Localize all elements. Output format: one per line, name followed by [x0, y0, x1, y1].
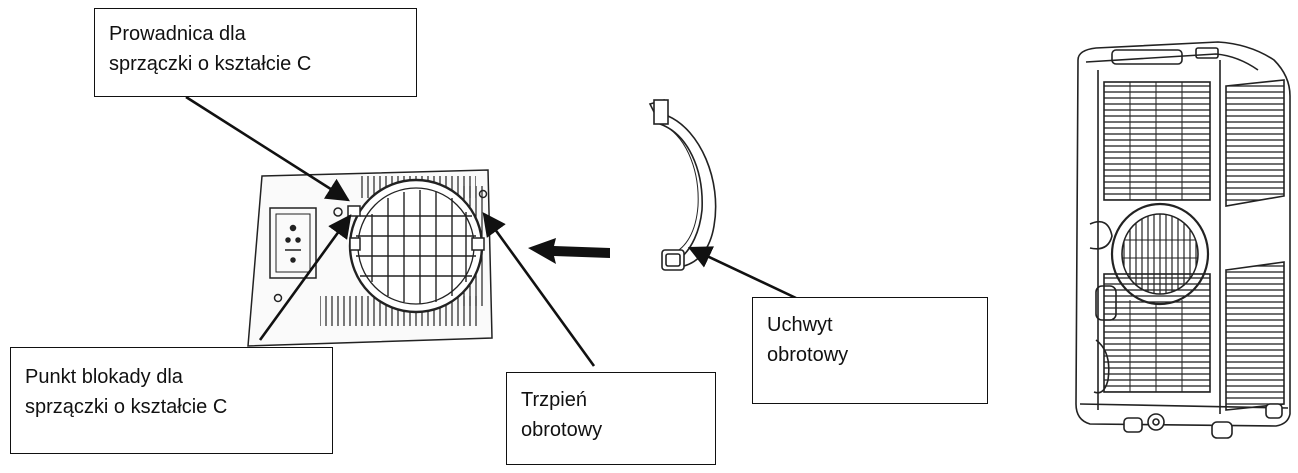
callout-line: Uchwyt: [767, 314, 833, 336]
callout-line: Prowadnica dla: [109, 23, 246, 45]
callout-line: Trzpień: [521, 389, 587, 411]
callout-line: obrotowy: [521, 419, 603, 441]
callout-line: sprzączki o kształcie C: [109, 53, 312, 75]
insert-arrow-icon: [528, 238, 610, 264]
leader-lock-point: [258, 214, 352, 341]
callout-slide-guide: Prowadnica dla sprzączki o kształcie C: [94, 8, 417, 97]
leader-pivot-pin: [482, 212, 596, 367]
c-shaped-buckle-illustration: [648, 99, 717, 271]
callout-lock-point: Punkt blokady dla sprzączki o kształcie …: [10, 347, 333, 454]
callout-line: obrotowy: [767, 344, 849, 366]
callout-pivot-handle: Uchwyt obrotowy: [752, 297, 988, 404]
callout-line: Punkt blokady dla: [25, 366, 183, 388]
callout-line: sprzączki o kształcie C: [25, 396, 228, 418]
leader-slide-guide: [185, 95, 350, 202]
air-conditioner-illustration: [1075, 41, 1291, 439]
callout-pivot-pin: Trzpień obrotowy: [506, 372, 716, 465]
window-plate-illustration: [247, 169, 493, 347]
leader-lines: [185, 95, 797, 367]
leader-pivot-handle: [687, 246, 797, 300]
